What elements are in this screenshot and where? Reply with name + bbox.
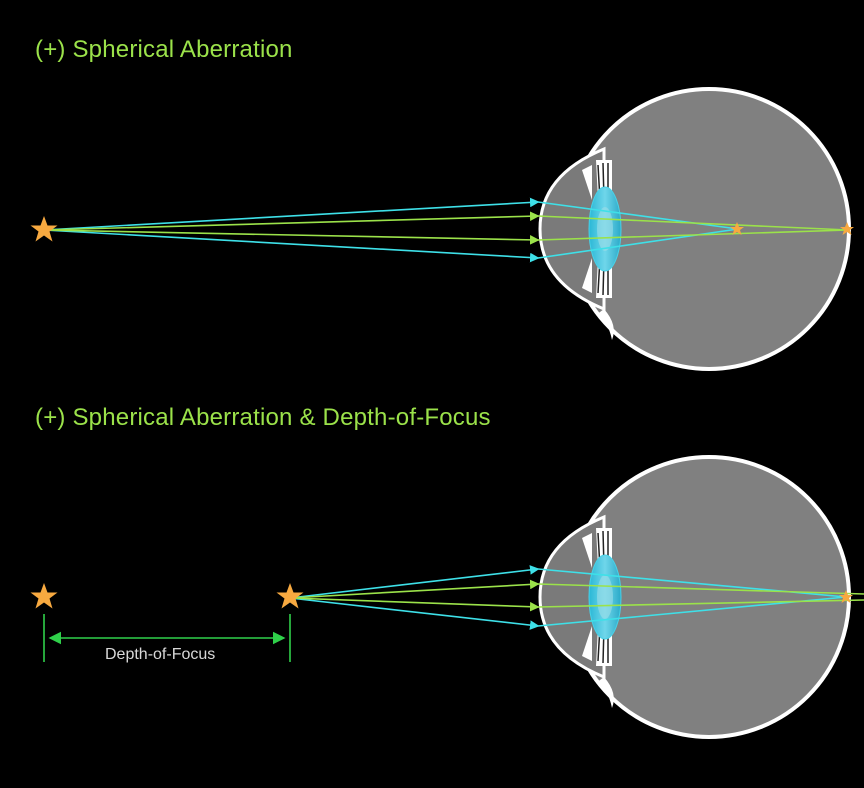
eye-1 [538, 87, 851, 371]
marginal-focus-star-icon [730, 222, 744, 235]
far-object-star-icon [30, 583, 58, 609]
retina-focus-star-icon [839, 590, 853, 603]
object-star-icon [30, 216, 58, 242]
rays-1 [43, 197, 849, 263]
panel-1-title: (+) Spherical Aberration [35, 36, 293, 63]
depth-of-focus-dimension [43, 614, 291, 662]
cornea-1 [538, 146, 606, 312]
near-object-star-icon [276, 583, 304, 609]
paraxial-focus-star-icon [840, 222, 854, 235]
panel-2-title: (+) Spherical Aberration & Depth-of-Focu… [35, 404, 491, 431]
eye-2 [538, 455, 851, 739]
cornea-2 [538, 514, 606, 680]
rays-2 [289, 565, 864, 630]
depth-of-focus-label: Depth-of-Focus [105, 646, 216, 663]
